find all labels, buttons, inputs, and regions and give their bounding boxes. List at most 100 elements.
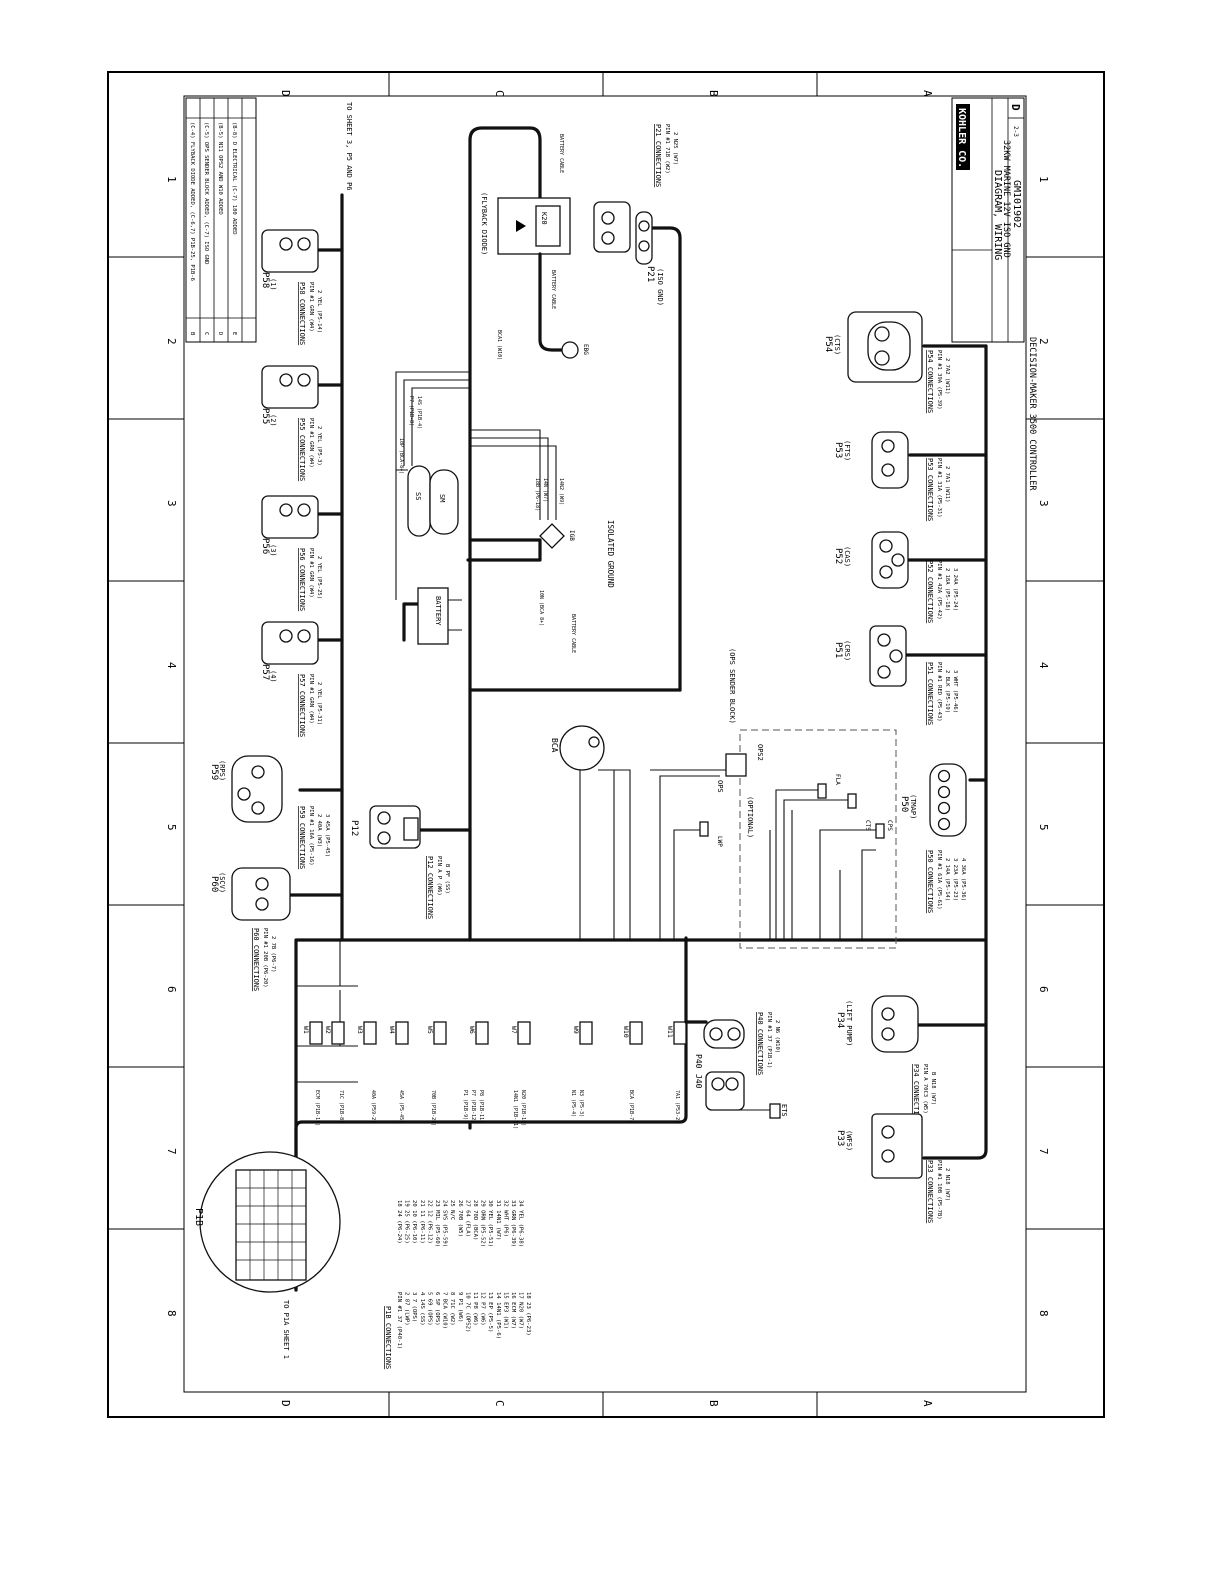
connector-label: P1B [193, 1208, 204, 1226]
connector-p40[interactable]: P40 P40 CONNECTIONS PIN #1 37 (P1B-1) 2 … [684, 1012, 780, 1075]
wire-label: 10N (BCA 8+) [538, 590, 544, 626]
controller-footer: DECISION-MAKER 3500 CONTROLLER [1027, 337, 1037, 491]
connector-p50[interactable]: P50 (TMAP) P50 CONNECTIONS PIN #1 61A (P… [899, 763, 967, 913]
connection-line: 2 N6 (W10) [774, 1020, 780, 1053]
connection-line: PIN #1 GRN (W4) [308, 548, 314, 598]
ebg-label: EBG [582, 344, 589, 355]
connector-p51[interactable]: P51 (CRS) P51 CONNECTIONS PIN #1 RED (P5… [833, 625, 958, 725]
p1b-table-row: 19 25 (P6-25) [404, 1200, 410, 1244]
p21-feed-wire [648, 226, 682, 692]
fla-label: FLA [834, 774, 841, 785]
connection-line: 2 7A1 (W11) [944, 466, 950, 502]
connector-sub: (CTS) [833, 334, 841, 355]
connector-label: P54 [823, 336, 833, 352]
branch-label: 45A (P5-45) [398, 1090, 404, 1123]
connection-line: 3 45A (P5-45) [324, 814, 330, 857]
connector-j40[interactable]: J40 ETS [694, 1071, 788, 1119]
revision-text: (B-8) D ELECTRICAL (C-7) 180 ADDED [231, 122, 237, 235]
p1b-table-row: 3 7 (OPS) [411, 1292, 417, 1322]
k20-label: K20 [540, 212, 548, 225]
branch-label: 71C (P1B-8) [338, 1090, 344, 1123]
connector-p59[interactable]: P59 (RPS) P59 CONNECTIONS PIN #1 16A (P5… [209, 755, 344, 869]
title-block: KOHLER CO. DIAGRAM, WIRING 32KW MARINE 1… [951, 97, 1025, 343]
p1b-table-row: 4 14S (SS) [419, 1292, 425, 1326]
connector-sub: (3) [269, 544, 277, 557]
p1b-table-row: 27 64 (FLA) [464, 1200, 470, 1237]
splice-label-w11: W11 [666, 1026, 674, 1038]
connector-p56[interactable]: P56 (3) P56 CONNECTIONS PIN #1 GRN (W4) … [260, 495, 344, 611]
title-line-1: DIAGRAM, WIRING [992, 170, 1003, 260]
connection-line: 2 7A2 (W11) [944, 358, 950, 394]
connection-line: B PF (SS) [444, 864, 450, 894]
connection-line: 2 N18 (W7) [944, 1168, 950, 1201]
connection-line: 2 40A (W3) [316, 814, 322, 847]
inner-border [183, 95, 1027, 1393]
connector-p34[interactable]: P34 (LIFT PUMP) P34 CONNECTIONS PIN A 70… [835, 995, 936, 1127]
wire-label: 14N (W7) [542, 478, 548, 502]
p1b-table-row: 26 70B (W5) [457, 1200, 463, 1237]
connector-label: P59 [209, 764, 219, 780]
connection-line: PIN #1 GRN (W4) [308, 674, 314, 724]
connections-header: P50 CONNECTIONS [926, 850, 934, 913]
zone-ticks [108, 72, 1104, 1417]
connector-p1b[interactable]: P1B TO P1A SHEET 1 P1B CONNECTIONS [193, 1151, 392, 1369]
zone-number: 5 [165, 824, 178, 831]
battery-cable-label: BATTERY CABLE [558, 134, 564, 173]
connector-label: P50 [899, 796, 909, 812]
zone-number: 7 [1037, 1148, 1050, 1155]
connection-line: 2 YEL (P5-31) [316, 682, 322, 725]
p1b-table-row: 29 ORN (P5-52) [480, 1200, 486, 1247]
zone-markers: D C B A D C B A 1 2 3 4 5 6 7 8 1 2 3 4 … [165, 90, 1050, 1407]
connector-p55[interactable]: P55 (2) P55 CONNECTIONS PIN #1 GRN (W4) … [260, 365, 344, 481]
connection-line: 4 36A (P5-36) [960, 858, 966, 901]
connector-p60[interactable]: P60 (SCV) P60 CONNECTIONS PIN #1 20B (P6… [209, 867, 344, 991]
connection-line: 3 24A (P5-24) [952, 568, 958, 611]
connection-line: 2 BLK (P5-19) [944, 670, 950, 713]
connection-line: PIN #1 RED (P5-43) [936, 662, 942, 722]
p1b-table-row: 18 24 (P6-24) [396, 1200, 402, 1244]
connector-label: P21 [645, 266, 655, 282]
connector-p54[interactable]: P54 (CTS) P54 CONNECTIONS PIN #1 39A (P5… [823, 311, 950, 413]
connector-sub: (CRS) [843, 640, 851, 661]
harness-splices: W1 W2 W3 W4 W5 W6 W7 W9 W10 W11 [296, 940, 687, 1083]
p1b-table-row: 20 10 (P6-10) [411, 1200, 417, 1244]
connector-p57[interactable]: P57 (4) P57 CONNECTIONS PIN #1 GRN (W4) … [260, 621, 344, 737]
connector-sub: (SCV) [218, 872, 226, 893]
connector-label: P57 [260, 664, 270, 680]
revision-text: (C-5) OPS SENDER BLOCK ADDED, (C-7) ISO … [203, 122, 209, 264]
connections-header: P53 CONNECTIONS [926, 458, 934, 521]
connector-sub: (ISO GND) [656, 268, 664, 306]
connector-p53[interactable]: P53 (FTS) P53 CONNECTIONS PIN #1 31A (P5… [833, 431, 950, 521]
connector-label: P60 [209, 876, 219, 892]
battery: BATTERY [402, 538, 542, 645]
connection-line: PIN #1 GRN (W4) [308, 282, 314, 332]
zone-number: 8 [1037, 1310, 1050, 1317]
connector-p21[interactable]: P21 (ISO GND) P21 CONNECTIONS PIN #1 71B… [635, 124, 678, 306]
p1b-table-row: 18 23 (P6-23) [525, 1292, 531, 1336]
connector-label: P12 [349, 820, 359, 836]
title-line-2: 32KW MARINE 12V ISO GND [1001, 140, 1011, 258]
connector-p52[interactable]: P52 (CAS) P52 CONNECTIONS PIN #1 42A (P5… [833, 531, 958, 623]
connector-p33[interactable]: P33 (WFS) P33 CONNECTIONS PIN #1 10B (P5… [835, 1113, 950, 1223]
battery-label: BATTERY [434, 596, 442, 626]
bca-breaker: BCA [550, 725, 631, 940]
starter-solenoid-and-motor: SS SM 10P (BCA-8+) P7 (P1B-8) 14S (P1B-4… [395, 371, 470, 600]
connections-header: P54 CONNECTIONS [926, 350, 934, 413]
connections-header: P33 CONNECTIONS [926, 1160, 934, 1223]
zone-letter: A [921, 90, 934, 97]
p1b-table-row: 6 5P (OPS) [434, 1292, 440, 1326]
connector-p12[interactable]: P12 P12 CONNECTIONS PIN A P (W6) B PF (S… [349, 805, 472, 919]
p1b-table-row: 8 71C (W2) [449, 1292, 455, 1326]
zone-number: 1 [165, 176, 178, 183]
connector-p58[interactable]: P58 (1) P58 CONNECTIONS PIN #1 GRN (W4) … [260, 229, 344, 345]
connections-header: P34 CONNECTIONS [912, 1064, 920, 1127]
connector-label: P55 [260, 408, 270, 424]
connections-header: P40 CONNECTIONS [756, 1012, 764, 1075]
revision-text: (B-5) N11 OPS2 AND W10 ADDED [217, 122, 223, 215]
ets-label: ETS [780, 1104, 788, 1117]
p1b-table-row: 21 11 (P6-11) [419, 1200, 425, 1244]
connection-line: PIN A 70C3 (W5) [922, 1064, 928, 1114]
connection-line: B N18 (W7) [930, 1072, 936, 1105]
zone-letter: B [707, 90, 720, 97]
drawing-number: GM101902 [1011, 180, 1022, 228]
